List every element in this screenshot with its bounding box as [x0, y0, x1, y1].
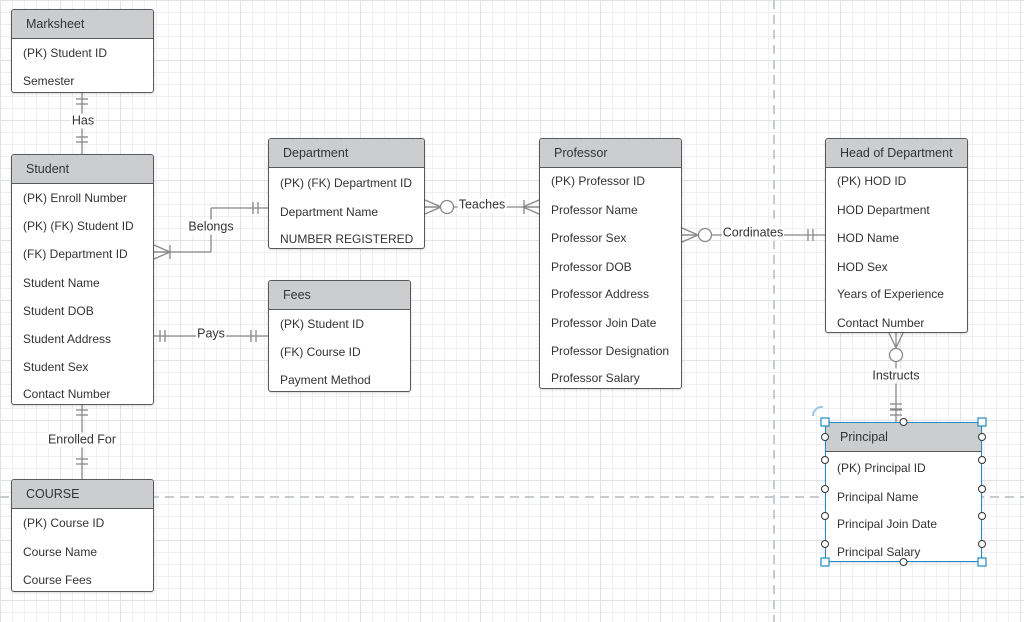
entity-title: Fees	[269, 281, 410, 310]
entity-title: Student	[12, 155, 153, 184]
crows-foot-marker	[153, 244, 171, 253]
entity-title: Head of Department	[826, 139, 967, 168]
entity-attribute: Contact Number	[837, 316, 925, 330]
crows-foot-marker	[424, 206, 442, 215]
entity-fees[interactable]: Fees (PK) Student ID (FK) Course ID Payment…	[268, 280, 411, 392]
entity-attribute: Student Sex	[23, 360, 89, 374]
entity-attribute: Student Name	[23, 276, 100, 290]
connector-layer	[76, 93, 904, 479]
entity-attribute: Professor Address	[551, 287, 650, 301]
relationship-label-instructs[interactable]: Instructs	[871, 368, 921, 384]
entity-attribute: Professor Designation	[551, 344, 670, 358]
relationship-label-enrolled[interactable]: Enrolled For	[46, 432, 118, 448]
entity-attribute: HOD Name	[837, 231, 900, 245]
entity-title: Marksheet	[12, 10, 153, 39]
entity-attribute: Professor Sex	[551, 231, 627, 245]
crows-foot-marker	[895, 332, 904, 349]
optional-circle	[697, 227, 713, 243]
entity-principal[interactable]: Principal (PK) Principal ID Principal Name…	[825, 422, 982, 562]
entity-attribute: Payment Method	[280, 373, 371, 387]
entity-attribute: Course Fees	[23, 573, 92, 587]
entity-student[interactable]: Student (PK) Enroll Number (PK) (FK) Stude…	[11, 154, 154, 405]
crows-foot-marker	[522, 206, 540, 215]
crows-foot-marker	[522, 199, 540, 208]
relationship-label-pays[interactable]: Pays	[196, 326, 226, 342]
entity-attribute: Student Address	[23, 332, 112, 346]
entity-attribute: NUMBER REGISTERED	[280, 232, 414, 246]
crows-foot-marker	[888, 332, 897, 349]
entity-attribute: Professor DOB	[551, 260, 632, 274]
entity-title: COURSE	[12, 480, 153, 509]
crows-foot-marker	[681, 227, 699, 236]
entity-attribute: (PK) Professor ID	[551, 174, 646, 188]
optional-circle	[439, 199, 455, 215]
relationship-label-cordinates[interactable]: Cordinates	[721, 225, 785, 241]
entity-attribute: Principal Salary	[837, 545, 921, 559]
relationship-label-belongs[interactable]: Belongs	[187, 219, 235, 235]
entity-attribute: Department Name	[280, 205, 379, 219]
entity-attribute: Professor Join Date	[551, 316, 657, 330]
entity-attribute: (FK) Course ID	[280, 345, 361, 359]
entity-attribute: (PK) Student ID	[280, 317, 365, 331]
entity-department[interactable]: Department (PK) (FK) Department ID Departm…	[268, 138, 425, 249]
entity-attribute: (PK) Enroll Number	[23, 191, 128, 205]
entity-title: Professor	[540, 139, 681, 168]
entity-hod[interactable]: Head of Department (PK) HOD ID HOD Departm…	[825, 138, 968, 333]
crows-foot-marker	[681, 234, 699, 243]
entity-attribute: (PK) Student ID	[23, 46, 108, 60]
entity-attribute: Semester	[23, 74, 75, 88]
entity-professor[interactable]: Professor (PK) Professor ID Professor Name…	[539, 138, 682, 389]
entity-attribute: (PK) Principal ID	[837, 461, 926, 475]
entity-attribute: (PK) (FK) Department ID	[280, 176, 413, 190]
entity-attribute: Principal Name	[837, 490, 919, 504]
entity-attribute: (PK) Course ID	[23, 516, 105, 530]
entity-attribute: Course Name	[23, 545, 98, 559]
entity-title: Principal	[826, 423, 981, 452]
entity-marksheet[interactable]: Marksheet (PK) Student ID Semester	[11, 9, 154, 93]
optional-circle	[888, 347, 904, 363]
entity-attribute: Years of Experience	[837, 287, 944, 301]
entity-attribute: Professor Name	[551, 203, 638, 217]
entity-attribute: (FK) Department ID	[23, 247, 128, 261]
entity-attribute: (PK) HOD ID	[837, 174, 907, 188]
entity-attribute: Contact Number	[23, 387, 111, 401]
entity-title: Department	[269, 139, 424, 168]
relationship-label-teaches[interactable]: Teaches	[457, 197, 507, 213]
crows-foot-marker	[424, 199, 442, 208]
entity-attribute: Professor Salary	[551, 371, 640, 385]
relationship-label-has[interactable]: Has	[70, 113, 96, 129]
crows-foot-marker	[153, 251, 171, 260]
entity-attribute: HOD Sex	[837, 260, 888, 274]
entity-attribute: (PK) (FK) Student ID	[23, 219, 134, 233]
entity-attribute: HOD Department	[837, 203, 930, 217]
entity-attribute: Principal Join Date	[837, 517, 938, 531]
entity-attribute: Student DOB	[23, 304, 94, 318]
